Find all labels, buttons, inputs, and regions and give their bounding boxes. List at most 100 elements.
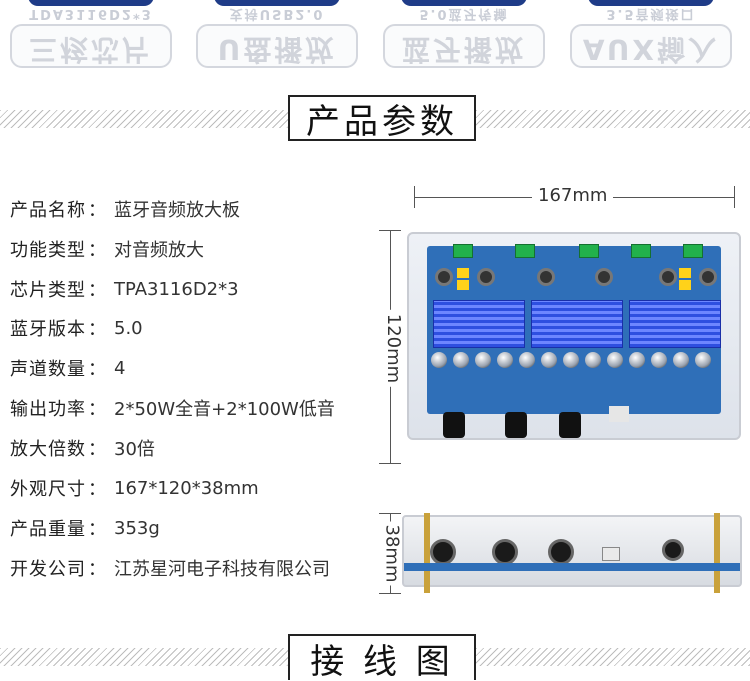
header-hatch-right <box>476 110 750 128</box>
spec-row: 开发公司：江苏星河电子科技有限公司 <box>10 555 330 581</box>
spec-separator: ： <box>88 240 106 261</box>
volume-knob <box>430 539 456 565</box>
spec-label: 外观尺寸 <box>10 479 86 500</box>
section-title-wiring: 接 线 图 <box>288 634 476 681</box>
spec-label: 声道数量 <box>10 359 86 380</box>
speaker-terminal <box>683 244 703 258</box>
usb-port <box>602 547 620 561</box>
spec-separator: ： <box>88 359 106 380</box>
inductor <box>477 268 495 286</box>
spec-row: 声道数量： 4 <box>10 355 125 381</box>
heatsink <box>531 300 623 348</box>
capacitor-block <box>679 280 691 290</box>
electrolytic-capacitor <box>651 352 667 368</box>
spec-value: 167*120*38mm <box>114 477 259 499</box>
header-hatch-right-2 <box>476 648 750 666</box>
spec-separator: ： <box>88 479 106 500</box>
spec-label: 功能类型 <box>10 240 86 261</box>
electrolytic-capacitor <box>585 352 601 368</box>
electrolytic-capacitor <box>431 352 447 368</box>
feature-big-text: U盘播放 <box>217 33 337 66</box>
feature-tile-aux: 3.5音频接口 AUX输入 <box>566 0 736 72</box>
spec-row: 功能类型： 对音频放大 <box>10 236 204 262</box>
aux-jack <box>662 539 684 561</box>
section-title-params: 产品参数 <box>288 95 476 142</box>
feature-cap <box>401 0 527 6</box>
spec-row: 输出功率： 2*50W全音+2*100W低音 <box>10 395 335 421</box>
header-hatch-left-2 <box>0 648 288 666</box>
amplifier-board-top-view <box>407 232 741 440</box>
capacitor-block <box>457 268 469 278</box>
speaker-terminal <box>453 244 473 258</box>
electrolytic-capacitor <box>475 352 491 368</box>
spec-row: 外观尺寸： 167*120*38mm <box>10 475 259 501</box>
dim-tick-bottom <box>379 463 401 464</box>
header-hatch-left <box>0 110 288 128</box>
spec-row: 产品名称： 蓝牙音频放大板 <box>10 196 240 222</box>
spec-value: 5.0 <box>114 317 143 339</box>
spec-value: 4 <box>114 357 126 379</box>
spec-label: 产品重量 <box>10 519 86 540</box>
spec-value: 2*50W全音+2*100W低音 <box>114 399 335 420</box>
spec-label: 输出功率 <box>10 399 86 420</box>
speaker-terminal <box>579 244 599 258</box>
heatsink <box>433 300 525 348</box>
electrolytic-capacitor <box>673 352 689 368</box>
feature-tile-usb: 支持USB2.0 U盘播放 <box>192 0 362 72</box>
feature-big-text: AUX输入 <box>582 33 720 66</box>
electrolytic-capacitor <box>607 352 623 368</box>
spec-separator: ： <box>88 559 106 580</box>
spec-label: 产品名称 <box>10 200 86 221</box>
dim-tick-right <box>734 186 735 208</box>
spec-separator: ： <box>88 319 106 340</box>
spec-row: 放大倍数： 30倍 <box>10 435 155 461</box>
feature-frame: U盘播放 <box>196 24 358 68</box>
spec-label: 放大倍数 <box>10 439 86 460</box>
spec-value: 蓝牙音频放大板 <box>114 200 240 221</box>
speaker-terminal <box>631 244 651 258</box>
treble-knob <box>505 412 527 438</box>
electrolytic-capacitor <box>497 352 513 368</box>
spec-value: 353g <box>114 517 160 539</box>
feature-frame: AUX输入 <box>570 24 732 68</box>
spec-value: TPA3116D2*3 <box>114 278 239 300</box>
standoff <box>424 513 430 593</box>
feature-big-text: 蓝牙播放 <box>401 33 526 66</box>
feature-mirror-text: 支持USB2.0 <box>229 6 325 21</box>
dim-tick-side-bottom <box>379 593 401 594</box>
bass-knob <box>559 412 581 438</box>
treble-knob <box>492 539 518 565</box>
spec-value: 对音频放大 <box>114 240 204 261</box>
spec-label: 开发公司 <box>10 559 86 580</box>
electrolytic-capacitor <box>563 352 579 368</box>
spec-value: 30倍 <box>114 439 155 460</box>
amplifier-board-side-view <box>402 513 742 593</box>
feature-tile-bluetooth: 5.0蓝牙传输 蓝牙播放 <box>379 0 549 72</box>
capacitor-block <box>457 280 469 290</box>
inductor <box>435 268 453 286</box>
electrolytic-capacitor <box>629 352 645 368</box>
spec-separator: ： <box>88 399 106 420</box>
electrolytic-capacitor <box>453 352 469 368</box>
electrolytic-capacitor <box>695 352 711 368</box>
depth-dimension-label: 38mm <box>381 521 403 586</box>
spec-separator: ： <box>88 280 106 301</box>
standoff <box>714 513 720 593</box>
height-dimension-label: 120mm <box>383 309 405 388</box>
spec-separator: ： <box>88 200 106 221</box>
spec-separator: ： <box>88 439 106 460</box>
usb-port <box>609 406 629 422</box>
electrolytic-capacitor <box>541 352 557 368</box>
feature-frame: 蓝牙播放 <box>383 24 545 68</box>
speaker-terminal <box>515 244 535 258</box>
bass-knob <box>548 539 574 565</box>
spec-label: 芯片类型 <box>10 280 86 301</box>
inductor <box>659 268 677 286</box>
feature-mirror-text: TDA3116D2*3 <box>29 6 153 21</box>
inductor <box>699 268 717 286</box>
pcb-edge <box>404 563 740 571</box>
heatsink <box>629 300 721 348</box>
width-dimension-label: 167mm <box>532 185 614 206</box>
feature-tile-chips: TDA3116D2*3 三核芯片 <box>6 0 176 72</box>
inductor <box>595 268 613 286</box>
